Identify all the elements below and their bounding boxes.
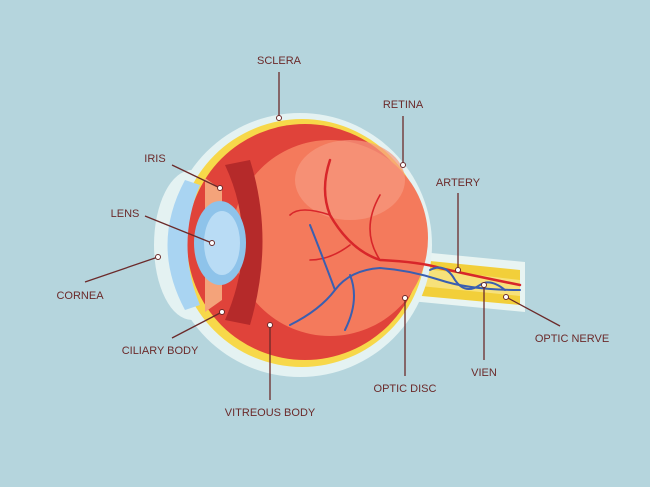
vein-twist — [429, 266, 506, 291]
vein-vessel — [289, 224, 521, 331]
label-lens: LENS — [111, 208, 140, 220]
label-vitreous-body: VITREOUS BODY — [225, 407, 316, 419]
label-vein: VIEN — [471, 367, 497, 379]
label-optic-nerve: OPTIC NERVE — [535, 333, 609, 345]
artery-branches — [289, 194, 381, 261]
label-retina: RETINA — [383, 99, 424, 111]
label-ciliary-body: CILIARY BODY — [122, 345, 199, 357]
lens — [204, 211, 240, 275]
eyeball — [154, 113, 432, 377]
label-cornea: CORNEA — [56, 290, 104, 302]
cornea — [167, 180, 200, 310]
blood-vessels — [289, 158, 522, 331]
label-iris: IRIS — [144, 153, 165, 165]
vitreous-highlight — [295, 140, 405, 220]
label-artery: ARTERY — [436, 177, 481, 189]
label-optic-disc: OPTIC DISC — [374, 383, 437, 395]
label-sclera: SCLERA — [257, 55, 302, 67]
leader-lines — [84, 72, 561, 400]
